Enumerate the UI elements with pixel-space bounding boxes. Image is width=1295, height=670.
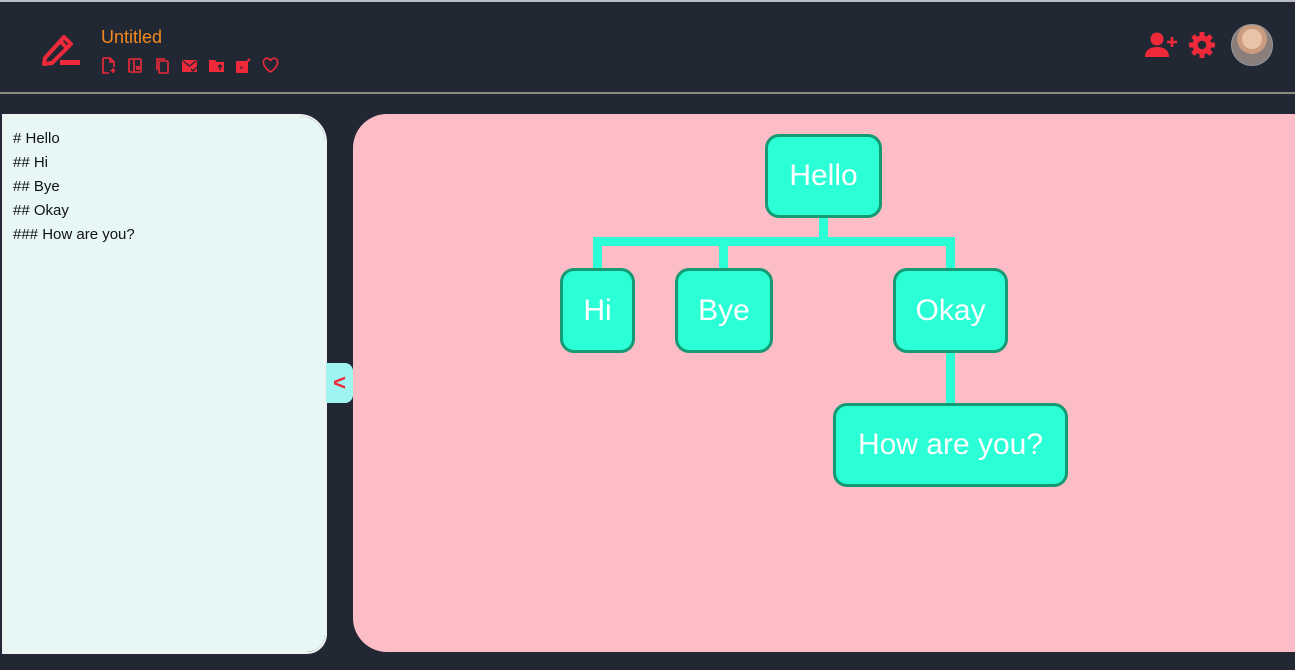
markdown-editor-panel: # Hello ## Hi ## Bye ## Okay ### How are… (2, 114, 327, 654)
edge-okay-to-how (946, 350, 955, 406)
edge-to-okay (946, 237, 955, 271)
gear-icon[interactable] (1188, 31, 1216, 59)
markdown-editor[interactable]: # Hello ## Hi ## Bye ## Okay ### How are… (4, 116, 325, 652)
collapse-panel-button[interactable]: < (326, 363, 353, 403)
avatar[interactable] (1231, 24, 1273, 66)
account-controls (1144, 24, 1273, 66)
mindmap-node-bye[interactable]: Bye (675, 268, 773, 353)
edge-to-hi (593, 237, 602, 271)
document-title[interactable]: Untitled (101, 27, 163, 47)
mindmap-canvas[interactable]: Hello Hi Bye Okay How are you? (353, 114, 1295, 652)
app-header: Untitled (0, 2, 1295, 92)
pen-logo-icon[interactable] (40, 31, 82, 67)
open-file-icon[interactable] (126, 56, 145, 75)
header-divider (0, 92, 1295, 94)
edit-note-icon[interactable] (234, 56, 253, 75)
mindmap-node-hi[interactable]: Hi (560, 268, 635, 353)
file-toolbar (99, 56, 280, 76)
mindmap-node-root[interactable]: Hello (765, 134, 882, 218)
edge-root-down (819, 215, 828, 240)
heart-icon[interactable] (261, 56, 280, 75)
mail-icon[interactable] (180, 56, 199, 75)
new-file-icon[interactable] (99, 56, 118, 75)
edge-horizontal-bar (593, 237, 955, 246)
mindmap-node-okay[interactable]: Okay (893, 268, 1008, 353)
folder-upload-icon[interactable] (207, 56, 226, 75)
mindmap-node-how-are-you[interactable]: How are you? (833, 403, 1068, 487)
top-border (0, 0, 1295, 2)
copy-icon[interactable] (153, 56, 172, 75)
edge-to-bye (719, 237, 728, 271)
add-user-icon[interactable] (1144, 30, 1178, 60)
